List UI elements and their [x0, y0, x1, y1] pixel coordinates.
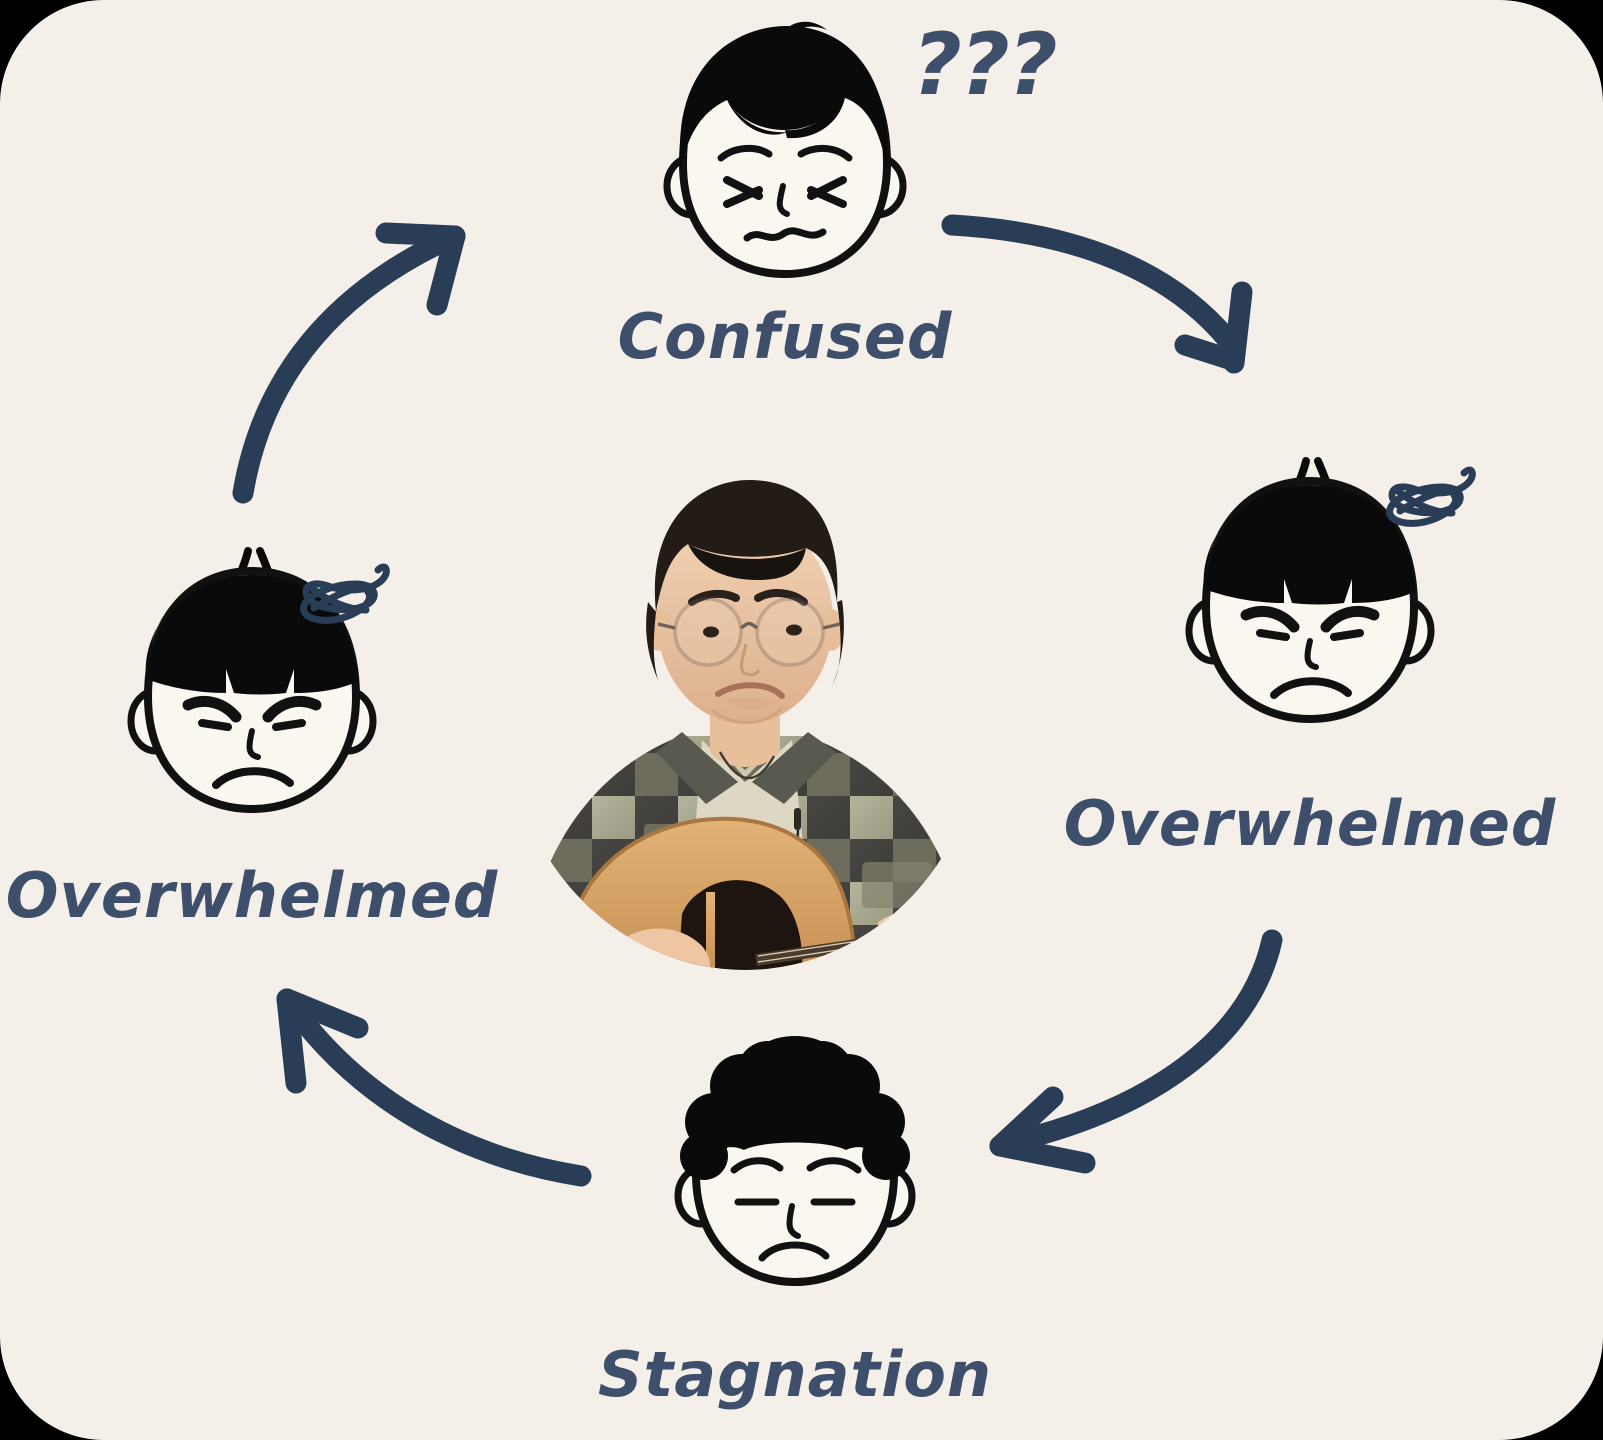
node-overwhelmed-right[interactable]: Overwhelmed: [1064, 455, 1555, 855]
node-confused[interactable]: Confused: [617, 18, 953, 373]
face-overwhelmed-left: [102, 545, 402, 839]
face-overwhelmed-right: [1160, 455, 1460, 749]
node-label-stagnation: Stagnation: [597, 1338, 993, 1411]
center-photo: [506, 452, 984, 970]
arrow-confused-to-overwhelmed-right: [941, 214, 1253, 374]
node-label-overwhelmed-right: Overwhelmed: [1063, 787, 1557, 860]
arrow-stagnation-to-overwhelmed-left: [276, 988, 592, 1187]
node-label-overwhelmed-left: Overwhelmed: [5, 859, 499, 932]
face-stagnation: [650, 1030, 940, 1304]
arrow-overwhelmed-right-to-stagnation: [989, 929, 1283, 1174]
arrow-overwhelmed-left-to-confused: [232, 222, 466, 504]
face-confused: [635, 18, 935, 292]
node-overwhelmed-left[interactable]: Overwhelmed: [6, 545, 497, 927]
node-stagnation[interactable]: Stagnation: [598, 1030, 991, 1406]
node-label-confused: Confused: [617, 300, 953, 373]
